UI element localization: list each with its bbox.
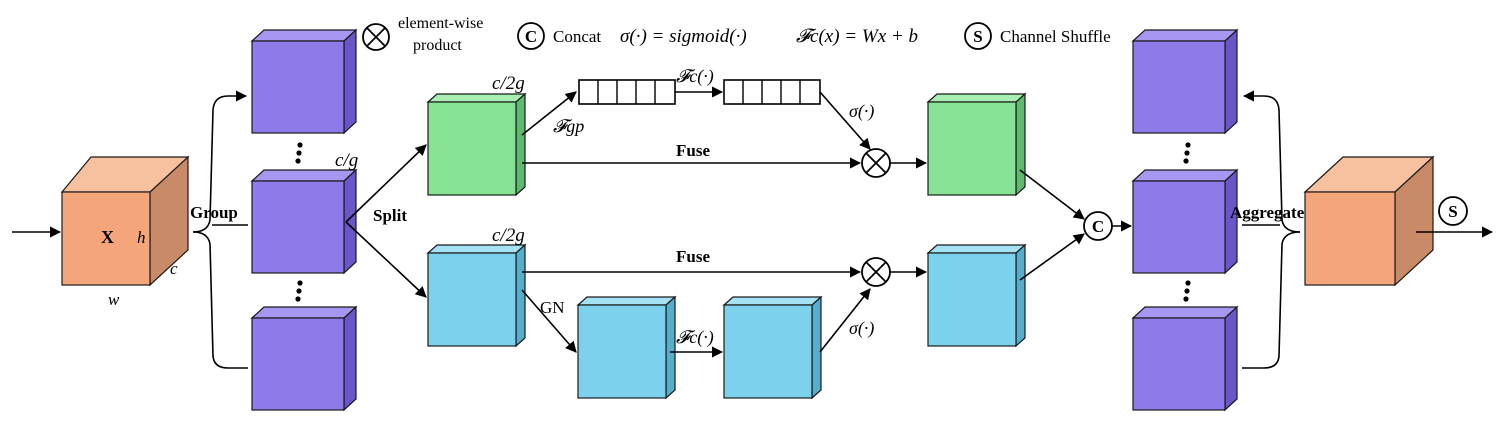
- blue-channel-label: c/2g: [492, 225, 525, 246]
- concat-arrow-bottom: [1019, 233, 1085, 281]
- gn-label: GN: [540, 298, 565, 317]
- input-width-label: w: [108, 290, 120, 309]
- group-channel-label: c/g: [335, 150, 358, 171]
- concat-node-label: C: [1092, 217, 1104, 236]
- group-brace-bottom: [192, 231, 248, 369]
- sigma-arrow-bottom: [819, 288, 871, 353]
- fc-bottom-label: 𝓕c(·): [676, 327, 714, 348]
- sigma-arrow-top: [819, 91, 871, 150]
- input-height-label: h: [137, 228, 146, 247]
- gap-arrow: [521, 91, 577, 136]
- fuse-top-label: Fuse: [676, 141, 710, 160]
- split-arrow-up: [345, 144, 427, 223]
- legend: element-wise product C Concat σ(·) = sig…: [362, 15, 1111, 54]
- channel-shuffle-node-icon: S: [1438, 196, 1468, 226]
- input-label: X: [101, 227, 114, 247]
- pooled-vector-1: [578, 79, 676, 105]
- aggregate-brace-top: [1242, 90, 1301, 233]
- concat-node-icon: C: [1083, 211, 1113, 241]
- green-cube-output: [926, 92, 1027, 197]
- group-label: Group: [190, 203, 238, 222]
- aggregate-ellipsis-1: [1183, 142, 1191, 164]
- legend-sigma-definition: σ(·) = sigmoid(·): [620, 26, 747, 47]
- fgp-label: 𝓕gp: [553, 116, 584, 136]
- aggregate-ellipsis-2: [1183, 280, 1191, 302]
- group-cube-1: [250, 28, 358, 135]
- output-cube: [1303, 155, 1435, 287]
- aggregate-cube-1: [1131, 28, 1239, 135]
- group-cube-3: [250, 305, 358, 412]
- sigma-top-label: σ(·): [849, 101, 874, 122]
- aggregate-brace-bottom: [1242, 231, 1301, 369]
- blue-cube-output: [926, 243, 1027, 348]
- legend-concat-label: Concat: [553, 27, 601, 46]
- legend-shuffle-label: Channel Shuffle: [1000, 27, 1111, 46]
- legend-product-label-line2: product: [413, 37, 462, 54]
- blue-cube-fc: [722, 295, 823, 400]
- channel-shuffle-icon: S: [964, 22, 992, 50]
- group-ellipsis-2: [295, 280, 303, 302]
- split-label: Split: [373, 206, 407, 225]
- element-wise-product-top-icon: [861, 148, 891, 178]
- blue-cube-gn: [576, 295, 677, 400]
- legend-concat-symbol: C: [525, 27, 537, 46]
- element-wise-product-bottom-icon: [861, 257, 891, 287]
- green-cube-input: [426, 92, 527, 197]
- split-arrow-down: [345, 221, 427, 298]
- legend-product-label-line1: element-wise: [398, 15, 483, 32]
- aggregate-cube-3: [1131, 305, 1239, 412]
- green-channel-label: c/2g: [492, 73, 525, 94]
- fc-top-label: 𝓕c(·): [676, 66, 714, 87]
- input-cube-front: [61, 191, 151, 286]
- element-wise-product-icon: [362, 23, 390, 51]
- gn-arrow: [521, 289, 577, 353]
- input-channel-label: c: [170, 259, 178, 278]
- blue-cube-input: [426, 243, 527, 348]
- group-brace-top: [192, 90, 248, 233]
- input-cube: X h c w: [60, 155, 190, 309]
- channel-shuffle-node-label: S: [1448, 202, 1457, 221]
- group-cube-2: [250, 168, 358, 275]
- legend-shuffle-symbol: S: [973, 27, 982, 46]
- concat-icon: C: [517, 22, 545, 50]
- pooled-vector-2: [723, 79, 821, 105]
- aggregate-cube-2: [1131, 168, 1239, 275]
- sigma-bottom-label: σ(·): [849, 318, 874, 339]
- aggregate-label: Aggregate: [1230, 203, 1305, 222]
- legend-fc-definition: 𝓕c(x) = Wx + b: [796, 26, 918, 47]
- concat-arrow-top: [1019, 169, 1085, 220]
- fuse-bottom-label: Fuse: [676, 247, 710, 266]
- group-ellipsis-1: [295, 142, 303, 164]
